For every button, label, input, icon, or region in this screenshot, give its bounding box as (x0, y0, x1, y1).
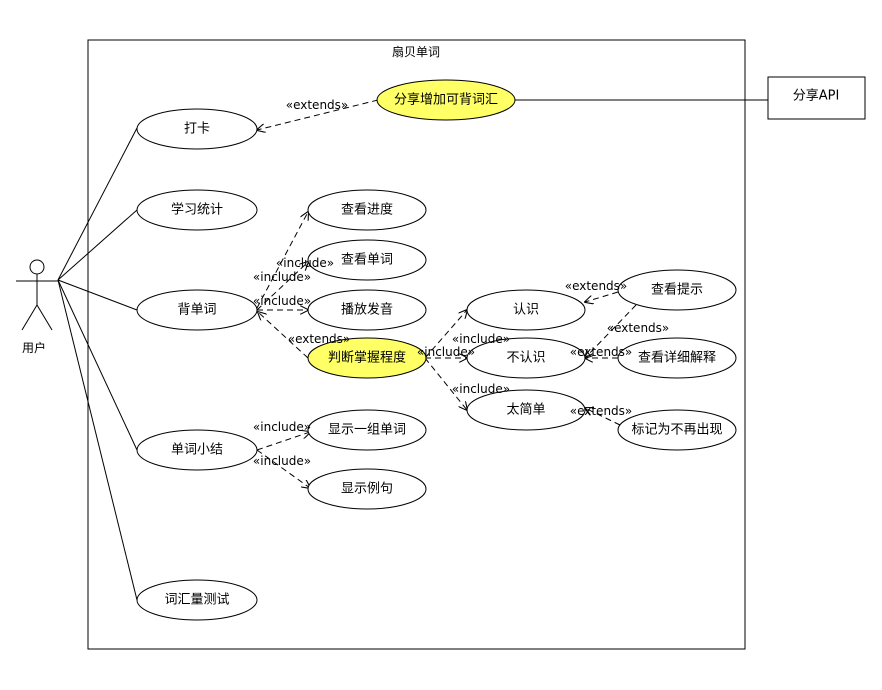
uc-too-easy-shape (466, 389, 586, 431)
uc-show-group: 显示一组单词 (327, 422, 407, 438)
uc-view-word-shape (307, 239, 427, 281)
uc-view-detail: 查看详细解释 (637, 350, 717, 366)
use-case-ellipses (136, 79, 737, 621)
uc-view-word: 查看单词 (340, 252, 394, 268)
rel-include-memorize-1: «include» (252, 270, 312, 284)
rel-extends-detail-dontknow: «extends» (569, 345, 633, 359)
actor-user-label: 用户 (22, 341, 47, 355)
rel-extends-judge-memorize: «extends» (287, 332, 351, 346)
rel-include-judge-tooeasy: «include» (451, 382, 511, 396)
uc-show-group-shape (307, 409, 427, 451)
rel-include-judge-dontknow: «include» (416, 345, 476, 359)
uc-word-summary-shape (136, 429, 258, 471)
uc-share-add-words: 分享增加可背词汇 (393, 92, 499, 108)
uc-play-audio: 播放发音 (340, 302, 394, 318)
uc-view-hint: 查看提示 (650, 282, 704, 298)
uc-memorize: 背单词 (177, 302, 217, 318)
rel-extends-share-checkin: «extends» (285, 98, 349, 112)
rel-include-show-group: «include» (252, 420, 312, 434)
actor-share-api-label: 分享API (792, 88, 840, 104)
uc-dont-know: 不认识 (506, 350, 546, 366)
uc-view-progress: 查看进度 (340, 202, 394, 218)
uc-play-audio-shape (307, 289, 427, 331)
uc-show-example-shape (307, 468, 427, 510)
uc-show-example: 显示例句 (340, 481, 394, 497)
uc-view-detail-shape (617, 337, 737, 379)
share-api-box (767, 76, 866, 120)
uc-know: 认识 (512, 302, 540, 318)
user-actor-figure (16, 259, 58, 331)
rel-include-memorize-2: «include» (252, 294, 312, 308)
uc-view-hint-shape (617, 269, 737, 311)
dependency-arrows (257, 99, 637, 488)
rel-extends-hint-know: «extends» (564, 279, 628, 293)
uc-vocab-test: 词汇量测试 (164, 592, 230, 608)
uc-judge-mastery-shape (307, 337, 427, 379)
uc-study-stats-shape (136, 189, 258, 231)
uc-know-shape (466, 289, 586, 331)
uc-view-progress-shape (307, 189, 427, 231)
uc-checkin: 打卡 (183, 121, 211, 137)
uc-vocab-test-shape (136, 579, 258, 621)
uc-memorize-shape (136, 289, 258, 331)
rel-include-judge-know: «include» (451, 332, 511, 346)
uc-share-add-words-shape (376, 79, 516, 121)
actor-associations (57, 127, 138, 601)
uc-study-stats: 学习统计 (170, 202, 224, 218)
system-title: 扇贝单词 (391, 45, 441, 59)
uc-dont-know-shape (466, 337, 586, 379)
uc-judge-mastery: 判断掌握程度 (327, 350, 407, 366)
rel-include-show-example: «include» (252, 454, 312, 468)
uc-word-summary: 单词小结 (170, 442, 224, 458)
uc-mark-no-show: 标记为不再出现 (631, 422, 723, 438)
rel-include-view-word: «include» (275, 256, 335, 270)
rel-extends-mark-tooeasy: «extends» (569, 404, 633, 418)
uc-too-easy: 太简单 (506, 402, 546, 418)
rel-extends-hint-dontknow: «extends» (606, 321, 670, 335)
uc-mark-no-show-shape (617, 409, 737, 451)
uc-checkin-shape (136, 108, 258, 150)
